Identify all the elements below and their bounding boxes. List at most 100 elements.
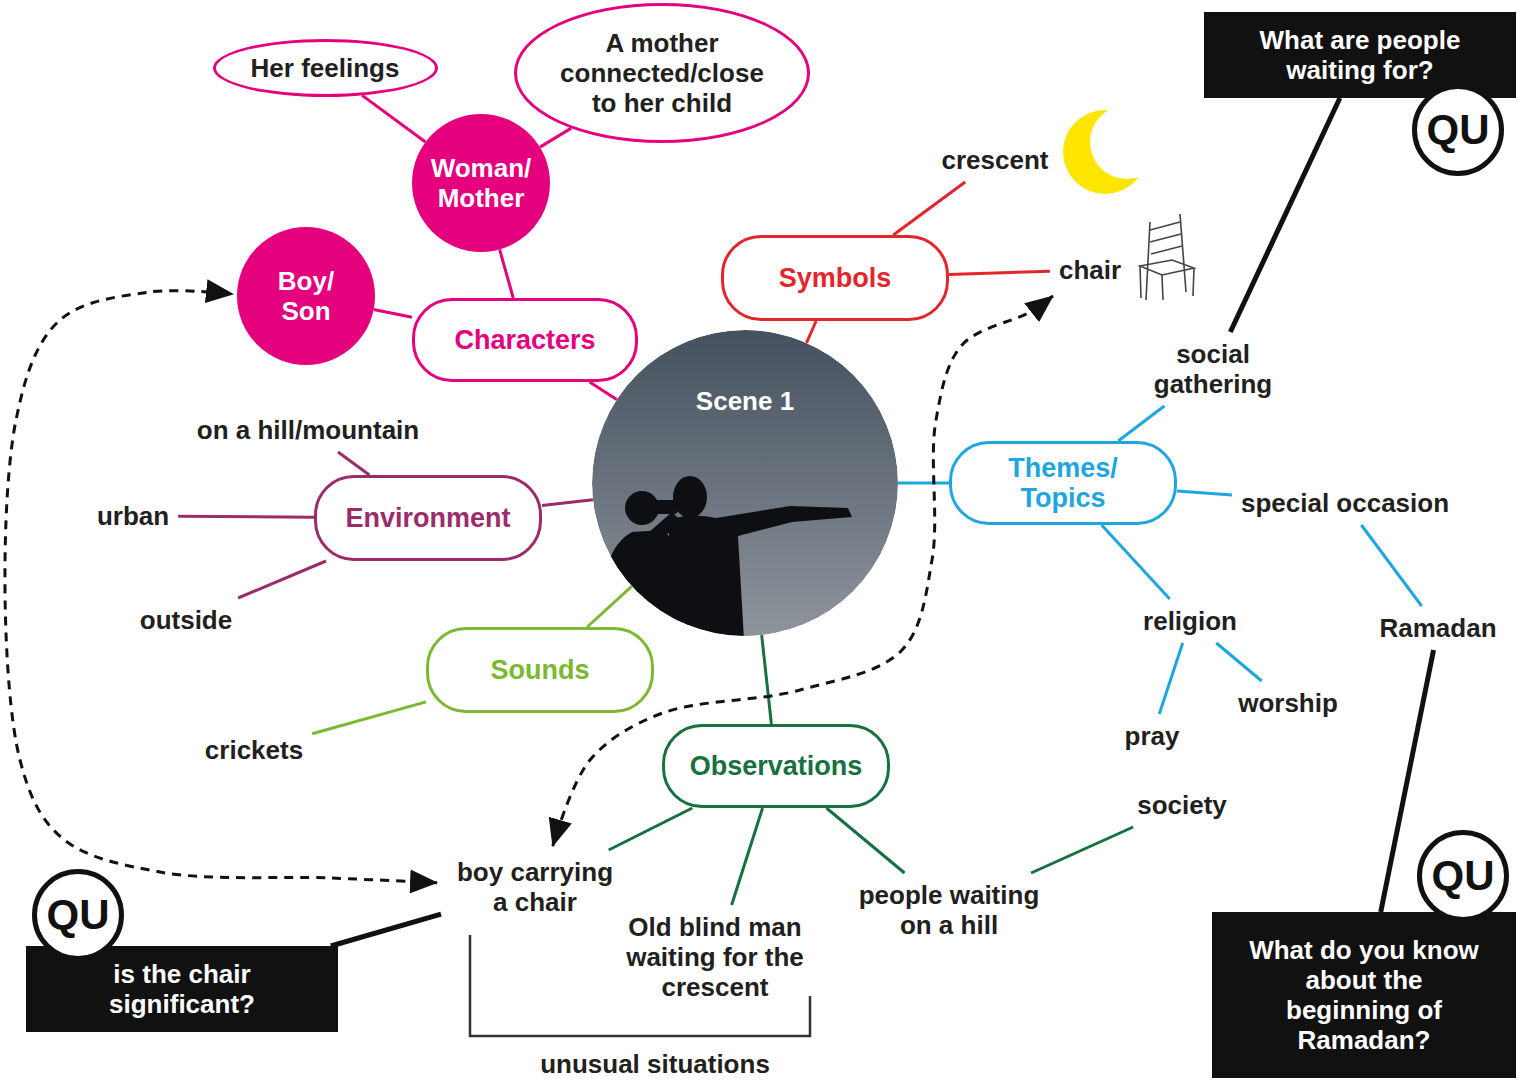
idea-text: Ramadan	[1375, 611, 1500, 645]
idea-text: boy carrying a chair	[446, 855, 624, 919]
node-label: chair	[1059, 255, 1121, 285]
connector	[898, 482, 949, 485]
connector	[587, 586, 632, 627]
text-block: chair	[1059, 255, 1121, 285]
idea-text: outside	[136, 603, 236, 637]
silhouette	[668, 506, 852, 640]
node-label: Environment	[345, 503, 510, 533]
question-box: What do you know about the beginning of …	[1212, 912, 1516, 1078]
node-label: Symbols	[779, 263, 892, 293]
character-circle: Woman/ Mother	[412, 114, 550, 252]
text-block: Sounds	[491, 655, 590, 685]
character-circle: Boy/ Son	[237, 227, 375, 365]
node-label: Boy/ Son	[266, 266, 346, 326]
text-block: crescent	[942, 145, 1049, 175]
node-label: Characters	[454, 325, 595, 355]
node-label: society	[1137, 790, 1227, 820]
moon-shadow	[1090, 105, 1164, 179]
text-block: Environment	[345, 503, 510, 533]
connector	[826, 808, 904, 873]
text-block: crickets	[205, 735, 303, 765]
node-label: Woman/ Mother	[426, 153, 536, 213]
connector	[732, 808, 763, 905]
text-block: social gathering	[1138, 339, 1288, 399]
text-block: Scene 1	[696, 386, 794, 416]
text-block: worship	[1238, 688, 1338, 718]
connector	[1118, 406, 1164, 441]
text-block: QU	[47, 894, 110, 936]
connector	[1102, 525, 1170, 599]
text-block: What are people waiting for?	[1240, 25, 1480, 85]
connector	[500, 249, 514, 298]
node-label: boy carrying a chair	[450, 857, 620, 917]
connector-group	[5, 95, 1434, 946]
idea-text: religion	[1139, 604, 1241, 638]
text-block: Woman/ Mother	[426, 153, 536, 213]
text-block: religion	[1143, 606, 1237, 636]
text-block: special occasion	[1241, 488, 1449, 518]
category-box: Themes/ Topics	[949, 441, 1177, 525]
node-label: is the chair significant?	[82, 959, 282, 1019]
connector	[609, 808, 693, 850]
connector	[1216, 643, 1261, 681]
connector	[312, 702, 426, 734]
node-label: crickets	[205, 735, 303, 765]
text-block: Characters	[454, 325, 595, 355]
category-box: Symbols	[721, 235, 949, 321]
text-block: on a hill/mountain	[197, 415, 419, 445]
node-label: What are people waiting for?	[1240, 25, 1480, 85]
idea-text: chair	[1055, 253, 1125, 287]
text-block: Themes/ Topics	[988, 453, 1138, 513]
node-label: on a hill/mountain	[197, 415, 419, 445]
idea-text: social gathering	[1134, 337, 1292, 401]
connector	[542, 500, 593, 506]
idea-text: crickets	[201, 733, 307, 767]
connector	[553, 296, 1053, 846]
node-label: social gathering	[1138, 339, 1288, 399]
text-block: Ramadan	[1379, 613, 1496, 643]
node-label: worship	[1238, 688, 1338, 718]
idea-text: society	[1133, 788, 1231, 822]
idea-text: urban	[93, 499, 173, 533]
node-label: crescent	[942, 145, 1049, 175]
node-label: Observations	[690, 751, 863, 781]
chair-post	[1146, 222, 1150, 300]
node-label: Old blind man waiting for the crescent	[613, 912, 818, 1002]
node-label: Themes/ Topics	[988, 453, 1138, 513]
node-label: people waiting on a hill	[852, 880, 1047, 940]
connector	[238, 561, 326, 598]
connector	[338, 452, 369, 475]
node-label: outside	[140, 605, 232, 635]
idea-text: special occasion	[1237, 486, 1453, 520]
connector	[331, 914, 441, 946]
category-box: Characters	[412, 298, 638, 382]
connector	[1361, 525, 1421, 606]
connector	[362, 95, 425, 142]
text-block: What do you know about the beginning of …	[1244, 935, 1484, 1055]
text-block: Boy/ Son	[266, 266, 346, 326]
note-label: unusual situations	[540, 1050, 770, 1078]
text-block: QU	[1427, 109, 1490, 151]
text-block: boy carrying a chair	[450, 857, 620, 917]
text-block: QU	[1432, 855, 1495, 897]
text-block: urban	[97, 501, 169, 531]
connector	[178, 515, 314, 519]
connector	[807, 321, 817, 343]
text-block: outside	[140, 605, 232, 635]
crescent-icon	[1063, 105, 1164, 194]
qu-badge: QU	[1412, 84, 1504, 176]
idea-text: crescent	[938, 143, 1053, 177]
connector	[1230, 98, 1340, 332]
node-label: A mother connected/close to her child	[555, 28, 769, 118]
idea-ellipse: Her feelings	[213, 39, 438, 97]
connector	[540, 128, 571, 147]
chair-leg	[1140, 266, 1194, 300]
idea-text: worship	[1234, 686, 1342, 720]
idea-text: pray	[1121, 719, 1184, 753]
text-block: Symbols	[779, 263, 892, 293]
connector	[5, 291, 437, 883]
idea-text: people waiting on a hill	[848, 878, 1051, 942]
connector	[374, 310, 412, 318]
